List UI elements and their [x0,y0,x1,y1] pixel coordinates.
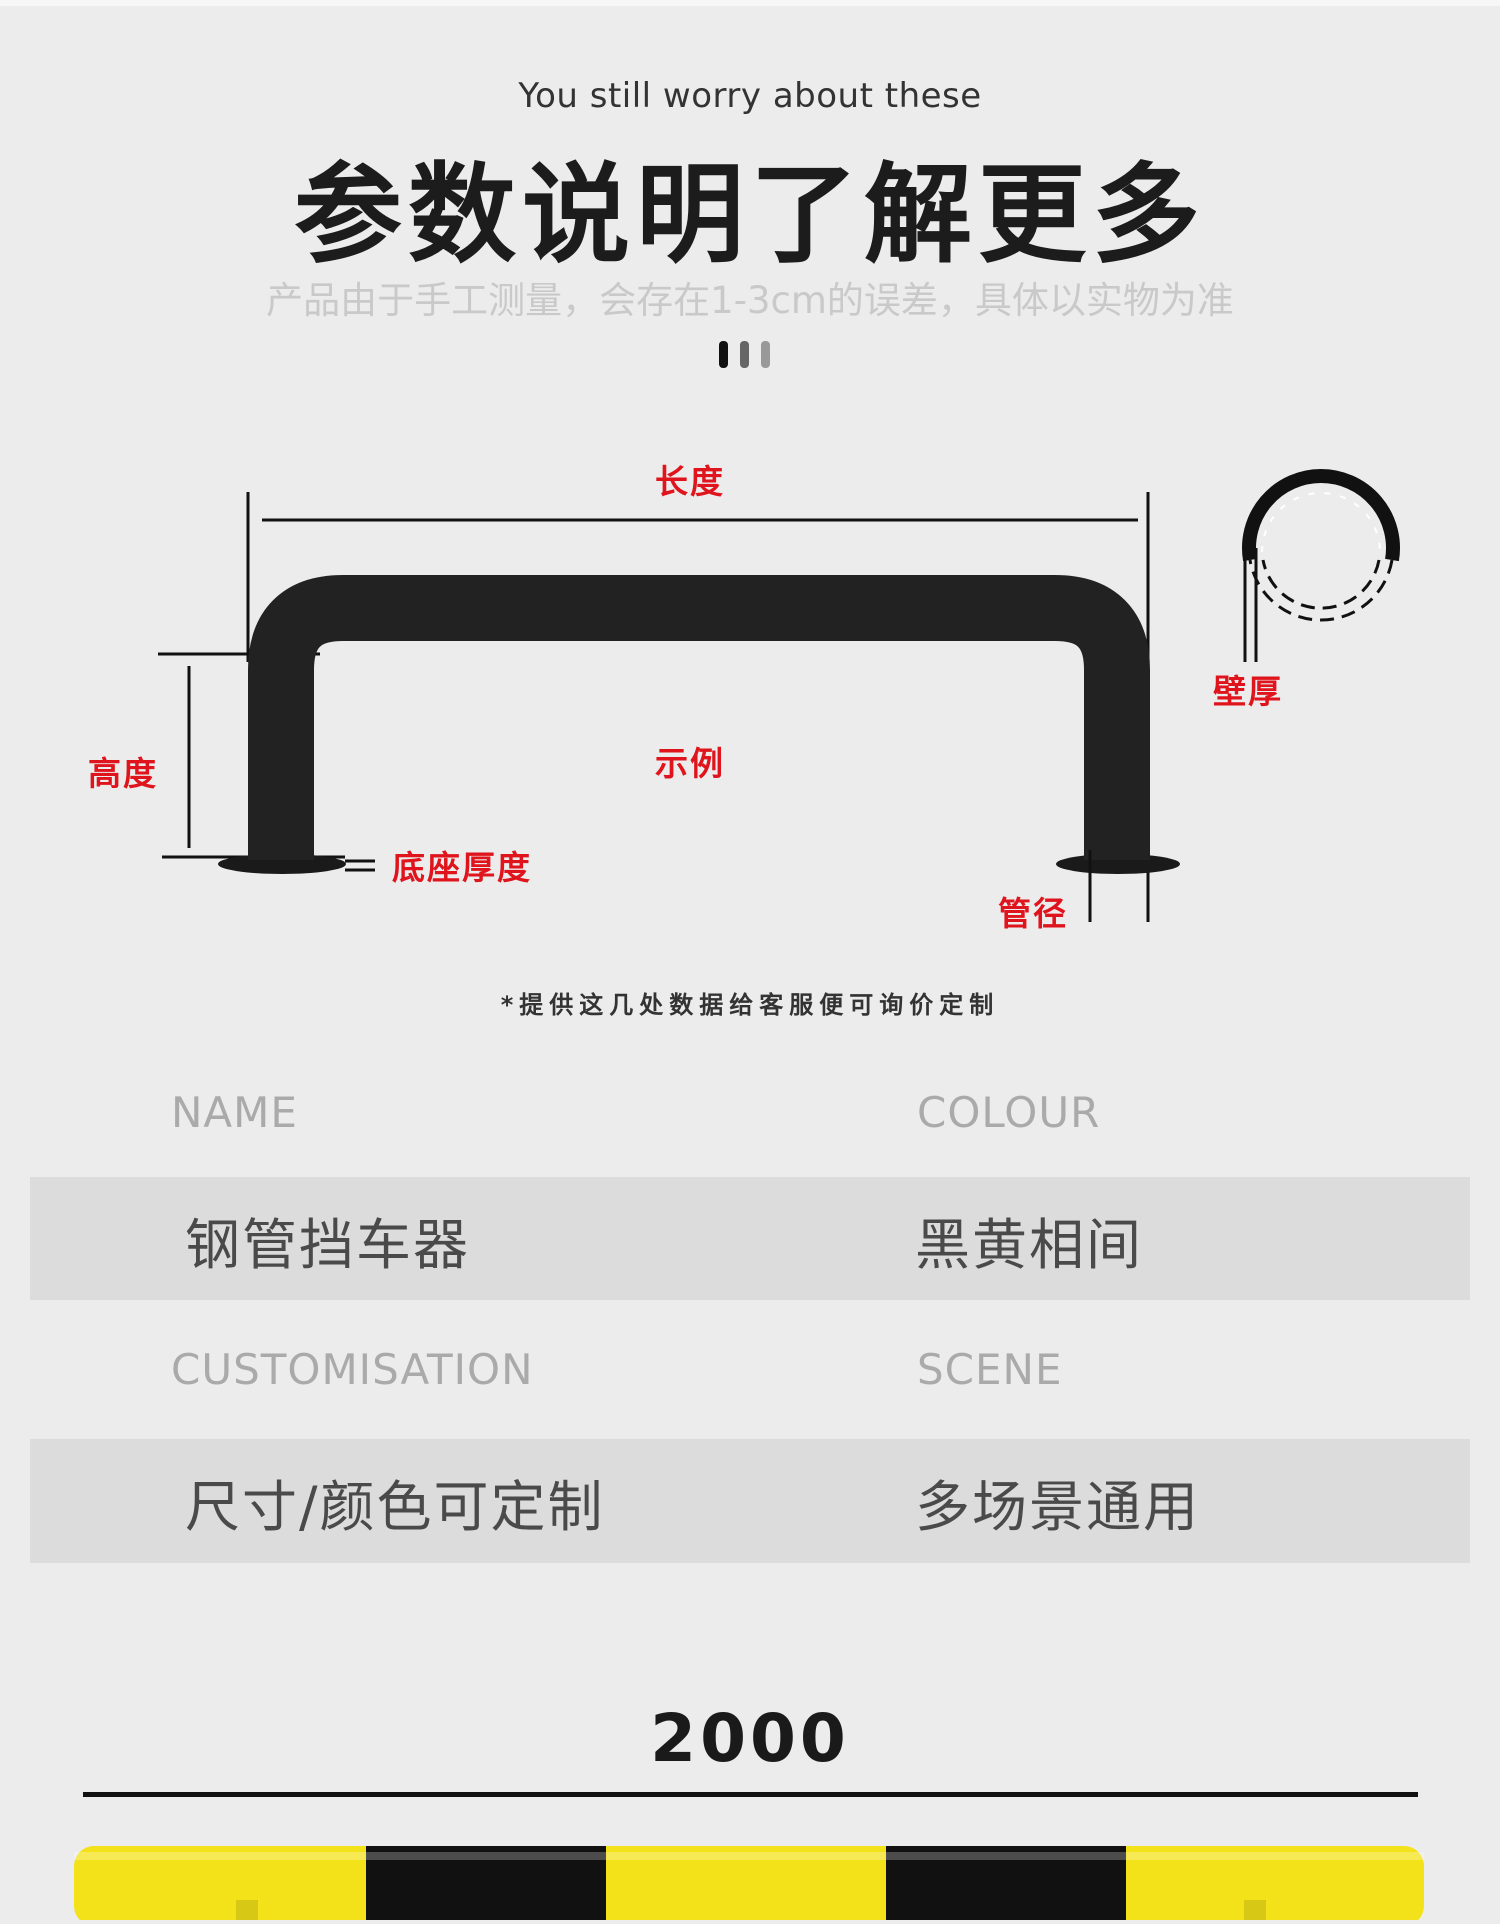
divider-bar [740,341,749,368]
spec-name-value: 钢管挡车器 [185,1213,471,1277]
spec-colour-label: COLOUR [917,1088,1101,1137]
cross-section-dash-inner [1261,559,1381,610]
pipe-diameter-label: 管径 [998,894,1068,933]
striped-pipe-svg [74,1846,1424,1924]
striped-pipe [0,1830,1500,1924]
spec-scene-value: 多场景通用 [915,1475,1201,1539]
spec-customisation-label: CUSTOMISATION [171,1345,534,1394]
length-label: 长度 [655,462,725,501]
wall-thickness-label: 壁厚 [1213,672,1283,711]
pipe-highlight [74,1852,1424,1860]
length-dimension-line [83,1792,1418,1797]
example-label: 示例 [655,744,725,783]
page-title: 参数说明了解更多 [293,153,1206,278]
spec-customisation-value: 尺寸/颜色可定制 [185,1475,605,1539]
cross-section-dash-outer [1248,559,1394,622]
measurement-note: 产品由于手工测量，会存在1-3cm的误差，具体以实物为准 [266,279,1234,322]
divider-bar [719,341,728,368]
height-label: 高度 [88,754,158,793]
base-thickness-label: 底座厚度 [392,848,532,887]
spec-scene-label: SCENE [917,1345,1063,1394]
pipe-bracket [1244,1900,1266,1920]
spec-row-band [30,1177,1470,1300]
cross-section-highlight [1261,492,1381,553]
pipe-stripe-black [886,1846,1126,1924]
length-value: 2000 [650,1700,850,1777]
english-subtitle: You still worry about these [518,76,982,116]
pipe-bracket [236,1900,258,1920]
barrier-diagram-svg [158,469,1400,922]
pipe-stripe-black [366,1846,606,1924]
quote-footnote: *提供这几处数据给客服便可询价定制 [500,991,1000,1019]
divider-bar [761,341,770,368]
spec-name-label: NAME [171,1088,298,1137]
spec-colour-value: 黑黄相间 [915,1213,1144,1277]
dimension-diagram: 长度 高度 示例 底座厚度 管径 壁厚 [0,440,1500,954]
cross-section-ring [1242,469,1400,562]
top-strip [0,0,1500,6]
spec-row-band [30,1439,1470,1563]
u-pipe [248,575,1150,860]
